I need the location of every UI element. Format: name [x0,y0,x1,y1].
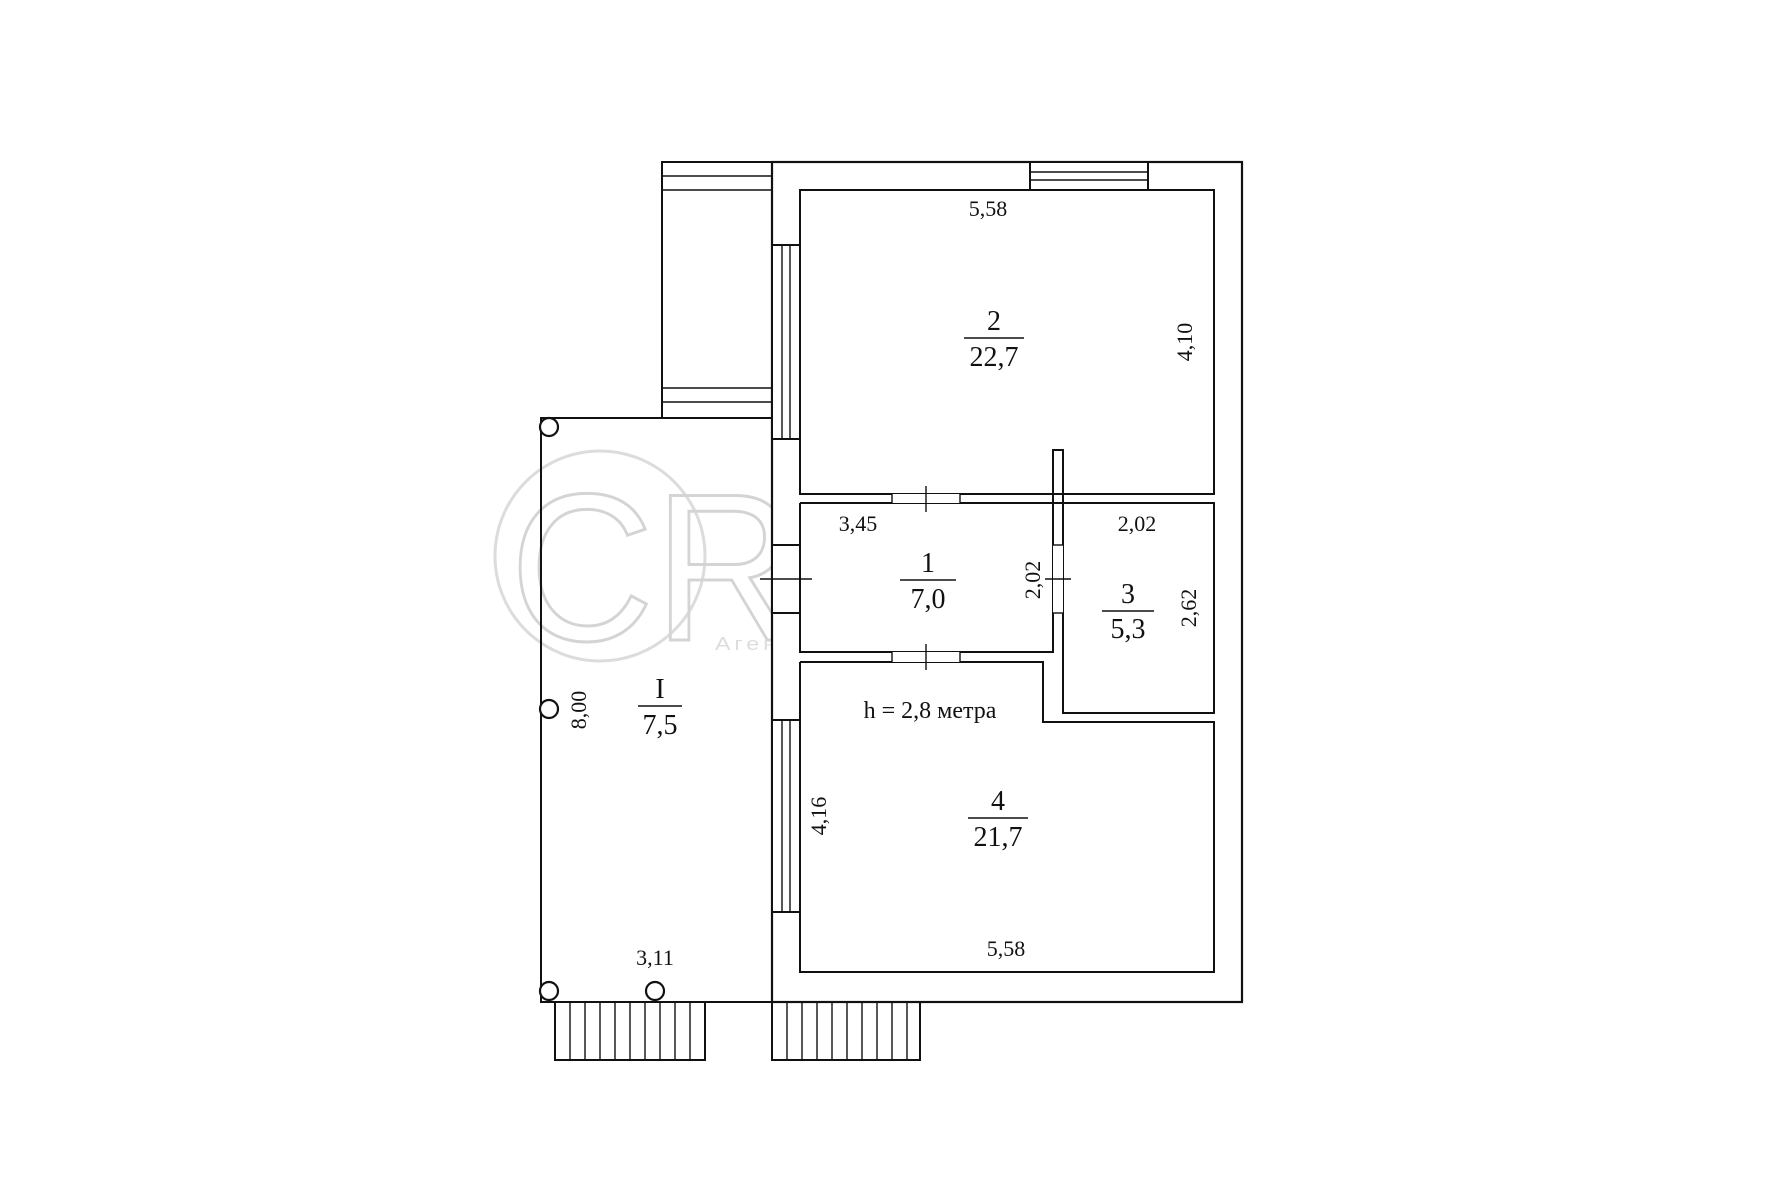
dim-room4-depth: 4,16 [806,797,831,836]
dim-room1-depth: 2,02 [1020,561,1045,600]
room-4-outline [799,661,1215,973]
room-1-area: 7,0 [911,584,946,615]
balcony [661,161,773,419]
column-1 [538,416,560,438]
terrace-number: I [655,674,664,705]
column-4 [644,980,666,1002]
room-4-label: 4 21,7 [968,786,1028,853]
column-2 [538,698,560,720]
window-top [1029,161,1149,191]
room-1-number: 1 [921,548,935,579]
room-3-outline [1062,502,1215,714]
window-left-lower [771,719,801,913]
dim-terrace-length: 8,00 [566,691,591,730]
room-2-area: 22,7 [970,342,1019,373]
ceiling-height-note: h = 2,8 метра [864,698,997,724]
outer-walls [770,160,1244,1004]
room-3-area: 5,3 [1111,614,1146,645]
room-3-number: 3 [1121,579,1135,610]
terrace-label: I 7,5 [638,674,682,741]
window-left-upper [771,244,801,440]
dim-terrace-width: 3,11 [636,945,674,970]
door-room1-room3 [1045,544,1071,614]
room-1-label: 1 7,0 [900,548,956,615]
dim-room1-width: 3,45 [839,511,878,536]
dim-room2-depth: 4,10 [1172,323,1197,362]
terrace-area: 7,5 [643,710,678,741]
column-3 [538,980,560,1002]
dim-room3-width: 2,02 [1118,511,1157,536]
room-2-label: 2 22,7 [964,306,1024,373]
room-2-number: 2 [987,306,1001,337]
door-room1-room2 [891,486,961,512]
partition-stub [1052,449,1064,504]
room-4-number: 4 [991,786,1005,817]
steps-right [771,1001,921,1061]
room-3-label: 3 5,3 [1102,579,1154,645]
dim-room2-width: 5,58 [969,196,1008,221]
steps-left [554,1001,706,1061]
dim-room4-width: 5,58 [987,936,1026,961]
dim-room3-depth: 2,62 [1176,589,1201,628]
door-room1-room4 [891,644,961,670]
room-4-area: 21,7 [974,822,1023,853]
